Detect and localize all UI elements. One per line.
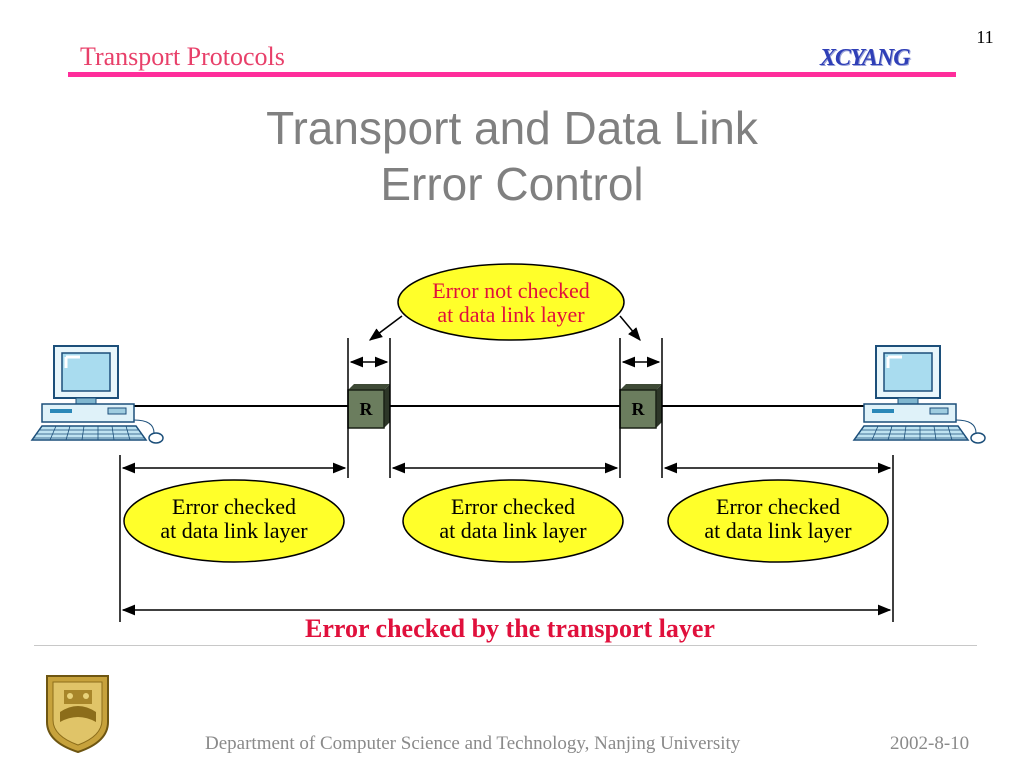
link-callout-1: Error checked at data link layer — [123, 479, 345, 563]
link-callout-2-line-1: Error checked — [451, 494, 575, 519]
slide-title: Transport and Data Link Error Control — [0, 100, 1024, 212]
footer-rule — [34, 645, 977, 646]
header-title: Transport Protocols — [80, 42, 285, 71]
router-left-label: R — [360, 399, 374, 419]
university-crest-logo — [46, 675, 109, 754]
link-callout-2: Error checked at data link layer — [402, 479, 624, 563]
transport-caption: Error checked by the transport layer — [305, 614, 715, 643]
header-brand: XCYANG — [820, 45, 911, 71]
top-callout-line-2: at data link layer — [437, 302, 585, 327]
right-computer-icon — [852, 344, 987, 445]
link-callout-3: Error checked at data link layer — [667, 479, 889, 563]
header-rule — [68, 72, 956, 77]
router-right-label: R — [632, 399, 646, 419]
top-callout-line-1: Error not checked — [432, 278, 590, 303]
link-callout-1-line-1: Error checked — [172, 494, 296, 519]
left-computer-icon — [30, 344, 165, 445]
router-right: R — [619, 383, 663, 429]
footer-department: Department of Computer Science and Techn… — [205, 733, 741, 754]
router-left: R — [347, 383, 391, 429]
callout-pointer-left — [368, 315, 403, 341]
top-callout: Error not checked at data link layer — [397, 263, 625, 341]
callout-pointer-right — [619, 315, 641, 342]
link-callout-2-line-2: at data link layer — [439, 518, 587, 543]
link-callout-1-line-2: at data link layer — [160, 518, 308, 543]
page-number: 11 — [976, 27, 994, 47]
footer-date: 2002-8-10 — [890, 733, 970, 754]
link-callout-3-line-2: at data link layer — [704, 518, 852, 543]
link-callout-3-line-1: Error checked — [716, 494, 840, 519]
slide-title-line-1: Transport and Data Link — [266, 102, 758, 154]
slide-title-line-2: Error Control — [380, 158, 644, 210]
